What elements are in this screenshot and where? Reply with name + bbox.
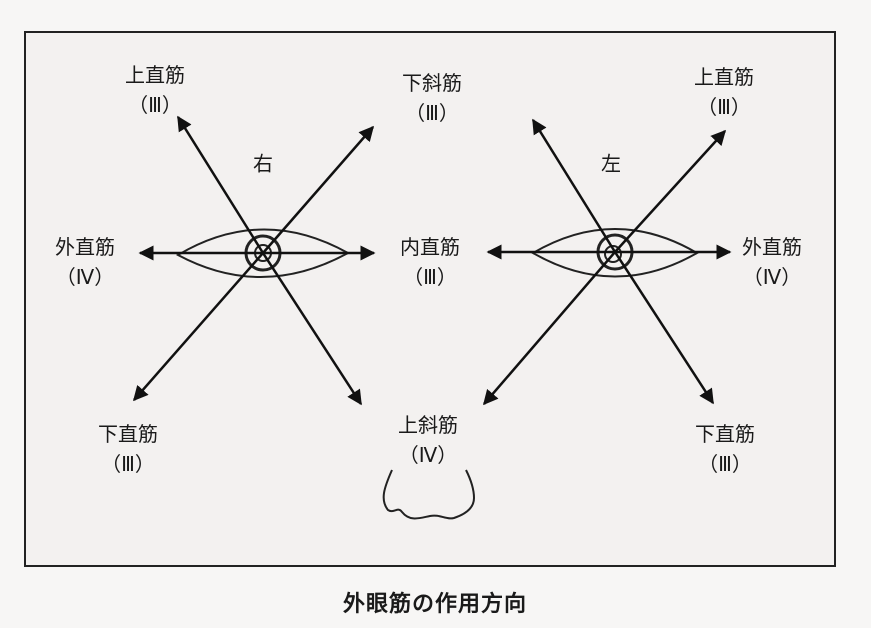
muscle-name: 下斜筋 [402,71,462,95]
diagram-frame [24,31,836,567]
label-superior-oblique: 上斜筋 （Ⅳ） [398,410,458,470]
arrow-left-inferior-rectus [613,251,715,405]
arrow-right-superior-oblique [261,252,363,406]
side-label-right: 右 [253,151,273,176]
nose-outline [382,469,476,520]
label-right-inferior-oblique: 下斜筋 （Ⅲ） [402,68,462,128]
arrow-right-inferior-rectus [133,252,264,402]
left-eye-arrows [483,118,732,406]
nerve-number: （Ⅳ） [398,443,458,467]
muscle-name: 下直筋 [98,422,158,446]
nerve-number: （Ⅳ） [55,265,115,289]
muscle-name: 外直筋 [55,235,115,259]
label-left-superior-rectus: 上直筋 （Ⅲ） [694,62,754,122]
nerve-number: （Ⅲ） [128,93,182,117]
nerve-number: （Ⅲ） [403,265,457,289]
arrow-left-inferior-oblique [531,118,617,253]
figure-caption: 外眼筋の作用方向 [342,592,528,617]
muscle-name: 上斜筋 [398,413,458,437]
label-right-lateral-rectus: 外直筋 （Ⅳ） [55,232,115,292]
arrow-right-inferior-oblique [262,125,374,254]
nerve-number: （Ⅲ） [698,452,752,476]
arrow-left-superior-oblique [483,251,616,406]
arrow-left-superior-rectus [614,129,727,253]
muscle-name: 下直筋 [695,422,755,446]
muscle-name: 上直筋 [694,65,754,89]
muscle-name: 内直筋 [400,235,460,259]
label-left-inferior-rectus: 下直筋 （Ⅲ） [695,419,755,479]
nerve-number: （Ⅳ） [742,265,802,289]
label-right-inferior-rectus: 下直筋 （Ⅲ） [98,419,158,479]
label-medial-rectus: 内直筋 （Ⅲ） [400,232,460,292]
left-eye-pupil [604,245,622,263]
right-eye-arrows [133,115,376,406]
nerve-number: （Ⅲ） [405,101,459,125]
label-right-superior-rectus: 上直筋 （Ⅲ） [125,60,185,120]
arrow-right-superior-rectus [176,115,265,254]
muscle-name: 上直筋 [125,63,185,87]
nerve-number: （Ⅲ） [101,452,155,476]
label-left-lateral-rectus: 外直筋 （Ⅳ） [742,232,802,292]
muscle-name: 外直筋 [742,235,802,259]
side-label-left: 左 [601,151,621,176]
nerve-number: （Ⅲ） [697,95,751,119]
